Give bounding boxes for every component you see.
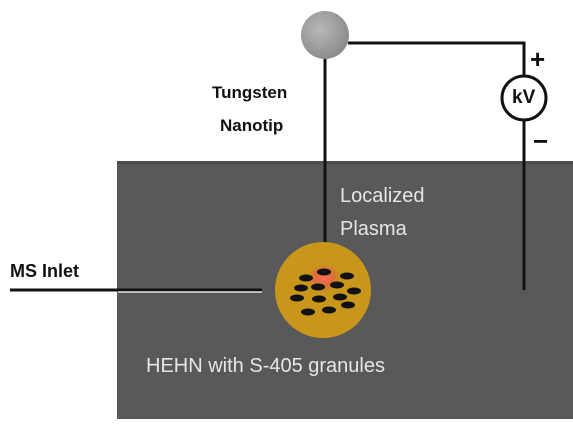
granule: [312, 295, 326, 303]
granule: [311, 283, 325, 291]
hehn-label: HEHN with S-405 granules: [146, 355, 385, 377]
granule: [322, 306, 336, 314]
granule: [301, 308, 315, 316]
chamber-panel-edge: [117, 161, 573, 164]
granule: [340, 272, 354, 280]
granule: [341, 301, 355, 309]
voltmeter-label: kV: [512, 87, 536, 108]
granule: [290, 294, 304, 302]
tungsten-label: Tungsten: [212, 83, 288, 102]
voltmeter-dial: [500, 74, 548, 122]
granule: [299, 274, 313, 282]
s405-granules: [290, 268, 361, 316]
ms-inlet-label: MS Inlet: [10, 261, 80, 281]
granule: [294, 284, 308, 292]
granule: [330, 281, 344, 289]
circuit-wire-top: [348, 41, 526, 76]
minus-sign: −: [533, 126, 549, 156]
nanotip-label: Nanotip: [220, 116, 284, 135]
plasma-label: Plasma: [340, 218, 407, 240]
granule: [333, 293, 347, 301]
localized-label: Localized: [340, 185, 425, 207]
granule: [347, 287, 361, 295]
granule: [317, 268, 331, 276]
electrode-sphere: [301, 11, 349, 59]
plus-sign: +: [530, 44, 546, 74]
